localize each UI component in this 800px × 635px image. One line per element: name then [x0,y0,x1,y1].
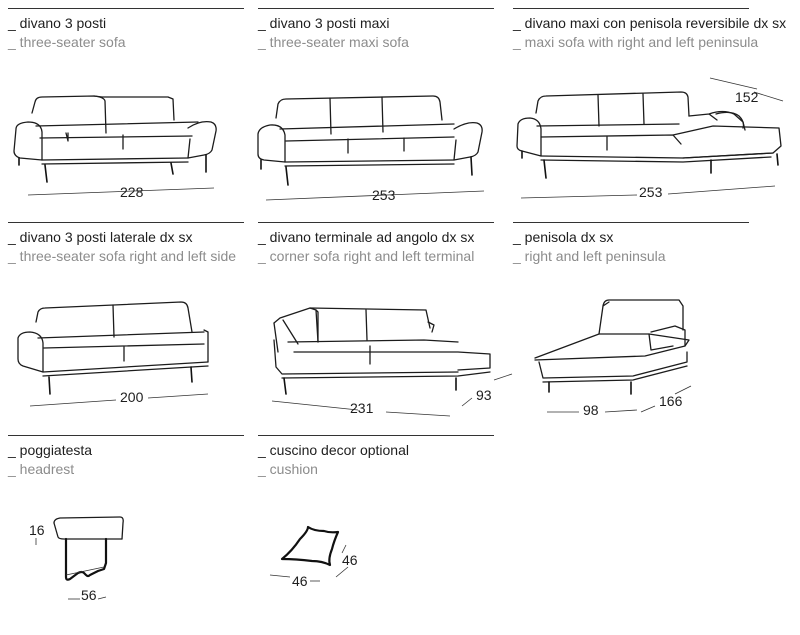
dimension-width: 231 [350,400,374,416]
dimension-width: 46 [292,573,308,589]
section-divider [8,8,244,9]
dimension-height: 46 [342,552,358,568]
catalog-item-three-seater-side-sofa: _ divano 3 posti laterale dx sx _ three-… [8,222,244,422]
item-title: _ divano terminale ad angolo dx sx [258,229,475,245]
item-subtitle: _ three-seater sofa [8,34,126,50]
catalog-item-decor-cushion: _ cuscino decor optional _ cushion 46 46 [258,435,494,635]
catalog-item-maxi-sofa-with-peninsula: _ divano maxi con penisola reversibile d… [513,8,786,208]
item-subtitle: _ cushion [258,461,318,477]
section-divider [258,435,494,436]
dimension-depth: 152 [735,89,759,105]
section-divider [258,8,494,9]
dimension-width: 253 [372,187,396,203]
item-subtitle: _ three-seater maxi sofa [258,34,409,50]
section-divider [8,435,244,436]
dimension-height: 16 [29,522,45,538]
section-divider [513,8,749,9]
maxi-sofa-with-peninsula-drawing: 152 253 [516,77,784,200]
three-seater-side-sofa-drawing: 200 [17,301,209,407]
three-seater-sofa-drawing: 228 [13,95,217,200]
section-divider [8,222,244,223]
catalog-item-headrest: _ poggiatesta _ headrest 16 56 [8,435,244,635]
item-title: _ divano 3 posti maxi [258,15,390,31]
dimension-depth: 93 [476,387,492,403]
item-subtitle: _ corner sofa right and left terminal [258,248,475,264]
item-title: _ divano 3 posti [8,15,107,31]
dimension-width: 253 [639,184,663,200]
item-title: _ penisola dx sx [513,229,614,245]
dimension-width: 56 [81,587,97,603]
three-seater-maxi-sofa-drawing: 253 [257,95,485,203]
headrest-drawing: 16 56 [29,516,124,603]
catalog-item-peninsula: _ penisola dx sx _ right and left penins… [513,222,749,422]
dimension-width: 166 [659,393,683,409]
corner-terminal-sofa-drawing: 231 93 [271,307,513,417]
item-subtitle: _ maxi sofa with right and left peninsul… [513,34,759,50]
catalog-item-corner-terminal-sofa: _ divano terminale ad angolo dx sx _ cor… [258,222,513,422]
item-title: _ divano 3 posti laterale dx sx [8,229,193,245]
peninsula-drawing: 98 166 [534,299,692,418]
item-title: _ poggiatesta [8,442,93,458]
item-subtitle: _ right and left peninsula [513,248,666,264]
item-title: _ cuscino decor optional [258,442,409,458]
catalog-item-three-seater-sofa: _ divano 3 posti _ three-seater sofa 228 [8,8,244,208]
item-subtitle: _ three-seater sofa right and left side [8,248,237,264]
catalog-item-three-seater-maxi-sofa: _ divano 3 posti maxi _ three-seater max… [257,8,494,208]
dimension-width: 200 [120,389,144,405]
dimension-width: 228 [120,184,144,200]
dimension-depth: 98 [583,402,599,418]
section-divider [258,222,494,223]
section-divider [513,222,749,223]
cushion-drawing: 46 46 [269,525,358,589]
item-subtitle: _ headrest [8,461,75,477]
item-title: _ divano maxi con penisola reversibile d… [513,15,787,31]
